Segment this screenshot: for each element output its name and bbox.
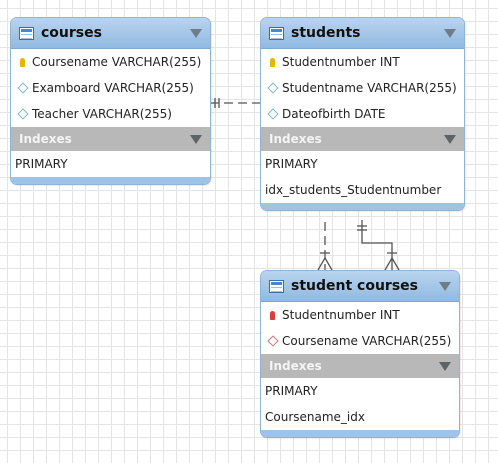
column-label: Coursename VARCHAR(255) (282, 334, 452, 348)
primary-key-icon (20, 57, 25, 67)
column-diamond-icon (16, 108, 29, 120)
connector-students-studentcourses-dashed[interactable] (317, 222, 333, 271)
table-icon (269, 26, 284, 40)
collapse-arrow-icon[interactable] (190, 28, 202, 38)
column-row[interactable]: Examboard VARCHAR(255) (11, 75, 210, 101)
index-label: Coursename_idx (265, 410, 365, 424)
table-student-courses[interactable]: student courses Studentnumber INT Course… (260, 270, 460, 438)
column-row[interactable]: Dateofbirth DATE (261, 101, 464, 127)
collapse-arrow-icon[interactable] (190, 134, 202, 144)
column-label: Studentnumber INT (282, 55, 400, 69)
indexes-header[interactable]: Indexes (261, 127, 464, 151)
foreign-key-diamond-icon (266, 335, 279, 347)
indexes-label: Indexes (269, 359, 322, 373)
column-label: Studentnumber INT (282, 308, 400, 322)
index-row[interactable]: PRIMARY (261, 151, 464, 177)
table-title: student courses (291, 278, 418, 294)
index-label: PRIMARY (265, 384, 318, 398)
collapse-arrow-icon[interactable] (439, 361, 451, 371)
collapse-arrow-icon[interactable] (444, 134, 456, 144)
collapse-arrow-icon[interactable] (439, 281, 451, 291)
column-diamond-icon (266, 108, 279, 120)
column-row[interactable]: Coursename VARCHAR(255) (261, 328, 459, 354)
column-label: Examboard VARCHAR(255) (32, 81, 194, 95)
indexes-label: Indexes (19, 132, 72, 146)
table-icon (269, 279, 284, 293)
column-label: Dateofbirth DATE (282, 107, 386, 121)
index-label: PRIMARY (265, 157, 318, 171)
column-diamond-icon (16, 82, 29, 94)
column-label: Teacher VARCHAR(255) (32, 107, 172, 121)
index-label: PRIMARY (15, 157, 68, 171)
collapse-arrow-icon[interactable] (444, 28, 456, 38)
table-footer (261, 203, 464, 210)
index-row[interactable]: idx_students_Studentnumber (261, 177, 464, 203)
indexes-header[interactable]: Indexes (261, 354, 459, 378)
table-header[interactable]: students (261, 18, 464, 49)
table-title: courses (41, 25, 102, 41)
column-diamond-icon (266, 82, 279, 94)
column-row[interactable]: Teacher VARCHAR(255) (11, 101, 210, 127)
connector-students-studentcourses-identifying[interactable] (357, 220, 400, 271)
indexes-header[interactable]: Indexes (11, 127, 210, 151)
table-courses[interactable]: courses Coursename VARCHAR(255) Examboar… (10, 17, 211, 185)
column-row[interactable]: Studentnumber INT (261, 49, 464, 75)
index-row[interactable]: PRIMARY (261, 378, 459, 404)
column-label: Studentname VARCHAR(255) (282, 81, 457, 95)
connector-courses-students[interactable] (210, 98, 260, 108)
table-icon (19, 26, 34, 40)
column-label: Coursename VARCHAR(255) (32, 55, 202, 69)
foreign-key-icon (270, 310, 275, 320)
index-label: idx_students_Studentnumber (265, 183, 442, 197)
table-title: students (291, 25, 361, 41)
primary-key-icon (270, 57, 275, 67)
index-row[interactable]: PRIMARY (11, 151, 210, 177)
indexes-label: Indexes (269, 132, 322, 146)
index-row[interactable]: Coursename_idx (261, 404, 459, 430)
table-students[interactable]: students Studentnumber INT Studentname V… (260, 17, 465, 211)
table-footer (261, 430, 459, 437)
column-row[interactable]: Coursename VARCHAR(255) (11, 49, 210, 75)
table-footer (11, 177, 210, 184)
table-header[interactable]: courses (11, 18, 210, 49)
column-row[interactable]: Studentnumber INT (261, 302, 459, 328)
column-row[interactable]: Studentname VARCHAR(255) (261, 75, 464, 101)
table-header[interactable]: student courses (261, 271, 459, 302)
